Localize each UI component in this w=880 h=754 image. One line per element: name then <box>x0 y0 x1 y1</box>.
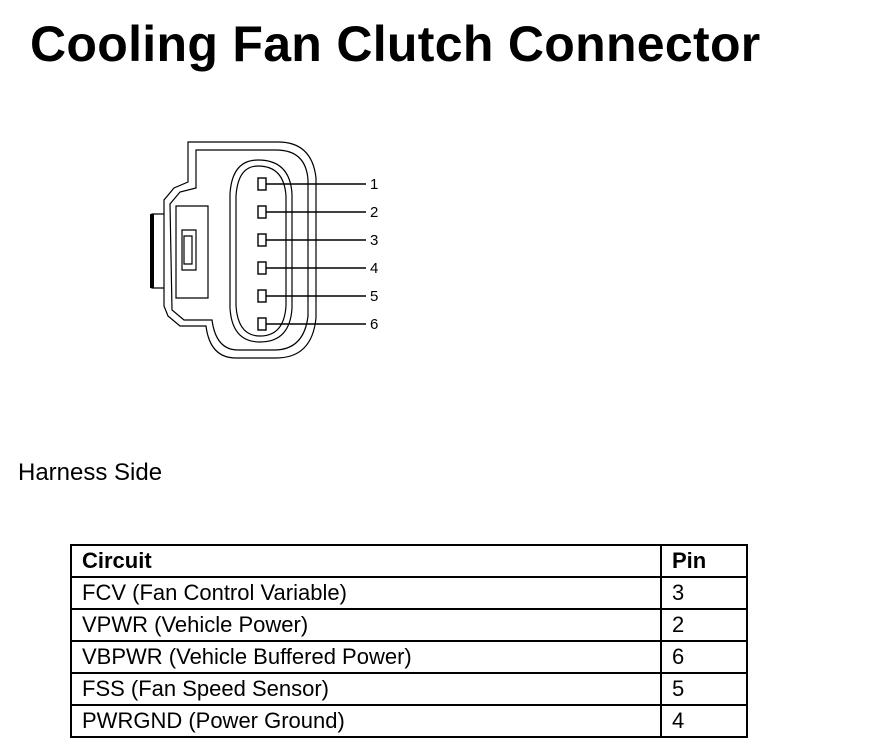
harness-side-label: Harness Side <box>18 459 163 486</box>
header-circuit: Circuit <box>70 544 662 578</box>
circuit-cell: PWRGND (Power Ground) <box>70 704 662 738</box>
circuit-cell: FSS (Fan Speed Sensor) <box>70 672 662 706</box>
pin-cell: 3 <box>660 576 748 610</box>
table-row: VBPWR (Vehicle Buffered Power) 6 <box>70 640 748 674</box>
table-row: PWRGND (Power Ground) 4 <box>70 704 748 738</box>
table-row: VPWR (Vehicle Power) 2 <box>70 608 748 642</box>
pin-label-3: 3 <box>370 232 378 249</box>
pin-terminals <box>257 177 267 331</box>
circuit-pin-table: Circuit Pin FCV (Fan Control Variable) 3… <box>70 544 748 738</box>
table-header-row: Circuit Pin <box>70 544 748 578</box>
header-pin: Pin <box>660 544 748 578</box>
circuit-cell: VBPWR (Vehicle Buffered Power) <box>70 640 662 674</box>
table-row: FSS (Fan Speed Sensor) 5 <box>70 672 748 706</box>
page-title: Cooling Fan Clutch Connector <box>30 16 761 72</box>
table-row: FCV (Fan Control Variable) 3 <box>70 576 748 610</box>
pin-label-5: 5 <box>370 288 378 305</box>
circuit-cell: VPWR (Vehicle Power) <box>70 608 662 642</box>
pin-cell: 5 <box>660 672 748 706</box>
pin-label-6: 6 <box>370 316 378 333</box>
pin-cell: 2 <box>660 608 748 642</box>
pin-label-4: 4 <box>370 260 378 277</box>
latch-edge <box>150 214 154 288</box>
pin-leader-lines <box>266 183 366 325</box>
pin-cell: 4 <box>660 704 748 738</box>
circuit-cell: FCV (Fan Control Variable) <box>70 576 662 610</box>
pin-label-2: 2 <box>370 204 378 221</box>
connector-diagram: 1 2 3 4 5 6 <box>140 130 400 370</box>
connector-housing <box>151 141 317 359</box>
pin-label-1: 1 <box>370 176 378 193</box>
pin-cell: 6 <box>660 640 748 674</box>
